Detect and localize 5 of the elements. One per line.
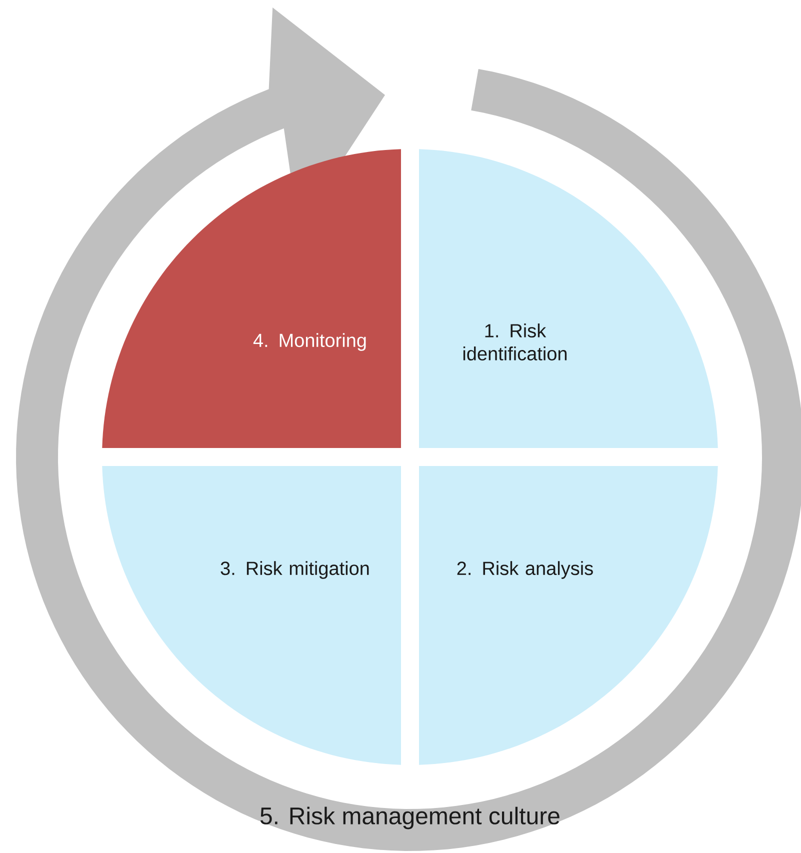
quadrant: 4. Monitoring: [102, 149, 401, 448]
quadrant: 1. Risk identification: [419, 149, 718, 448]
quadrant: 2. Risk analysis: [419, 466, 718, 765]
ring-label: 5. Risk management culture: [260, 806, 560, 830]
quadrant: 3. Risk mitigation: [102, 466, 401, 765]
